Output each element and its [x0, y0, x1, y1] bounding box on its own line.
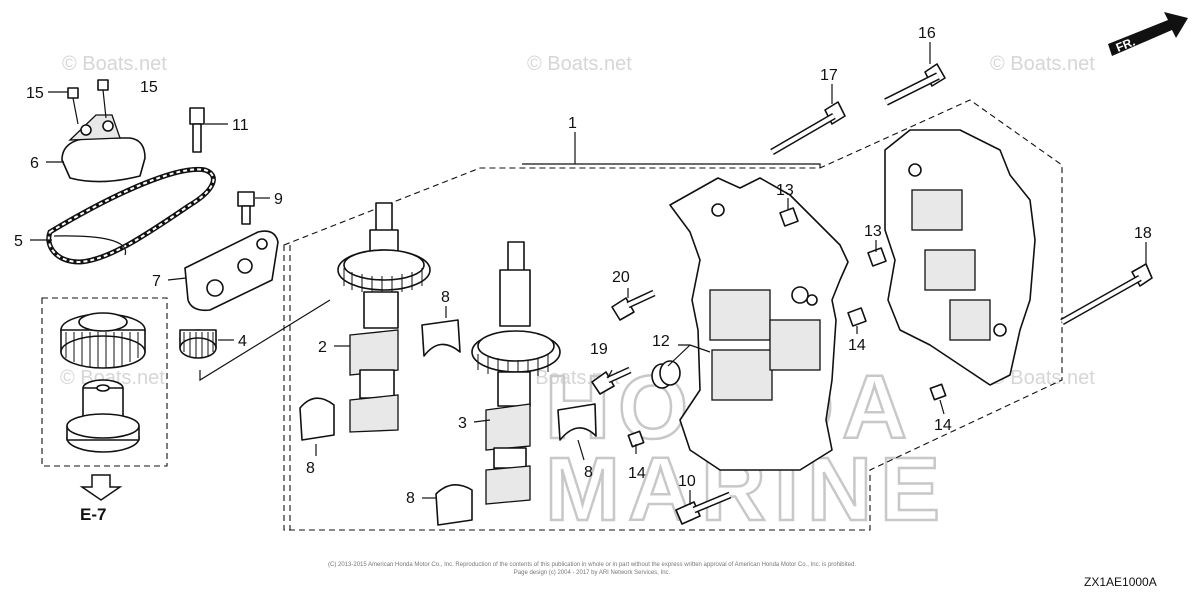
callout-14: 14: [628, 465, 646, 482]
callouts: 15 15 6 5 11 9 7 4 1 2 3 8 8 8 8 10 14 1…: [14, 25, 1152, 507]
copyright-line: (C) 2013-2015 American Honda Motor Co., …: [328, 562, 856, 568]
callout-14: 14: [848, 337, 866, 354]
down-arrow-icon: [79, 474, 123, 501]
part-9-bolt: [237, 191, 255, 225]
callout-1: 1: [568, 115, 577, 132]
reference-label: E-7: [80, 505, 106, 524]
part-13-dowel-a: [779, 207, 799, 227]
callout-2: 2: [318, 339, 327, 356]
part-8-bearing-d: [435, 484, 473, 526]
callout-8: 8: [441, 289, 450, 306]
callout-16: 16: [918, 25, 936, 42]
part-13-dowel-b: [867, 247, 887, 267]
callout-5: 5: [14, 233, 23, 250]
cylinder-head-cover: [884, 129, 1036, 386]
part-20-bolt: [611, 289, 656, 321]
part-12-seal: [651, 360, 681, 389]
front-direction-arrow: FR.: [1108, 12, 1188, 56]
callout-9: 9: [274, 191, 283, 208]
part-17-bolt: [770, 101, 846, 156]
watermark-text: © Boats.net: [527, 53, 632, 75]
part-7-guide-plate: [184, 230, 279, 312]
reference-arrow: E-7: [79, 474, 123, 524]
part-5-chain: [46, 166, 216, 265]
diagram-code: ZX1AE1000A: [1084, 575, 1157, 589]
part-14-dowel-c: [929, 383, 947, 401]
callout-7: 7: [152, 273, 161, 290]
part-14-dowel-b: [627, 430, 645, 448]
callout-19: 19: [590, 341, 608, 358]
part-11-bolt: [189, 107, 205, 153]
callout-11: 11: [232, 117, 249, 134]
reference-box: [41, 297, 168, 467]
part-10-bolt: [675, 491, 732, 525]
part-2-camshaft: [337, 202, 431, 433]
reference-parts: [60, 312, 146, 453]
copyright-line: Page design (c) 2004 - 2017 by ARI Netwo…: [514, 570, 671, 576]
part-16-bolt: [884, 63, 946, 106]
leader-lines: [30, 42, 1147, 505]
callout-13: 13: [776, 182, 794, 199]
part-15-bolts: [67, 79, 109, 125]
callout-14: 14: [934, 417, 952, 434]
watermark-text: © Boats.net: [62, 53, 167, 75]
part-18-bolt: [1060, 263, 1153, 326]
callout-8: 8: [306, 460, 315, 477]
leader-line: [199, 299, 331, 382]
callout-10: 10: [678, 473, 696, 490]
callout-13: 13: [864, 223, 882, 240]
callout-6: 6: [30, 155, 39, 172]
part-4-gear: [179, 329, 217, 359]
part-6-tensioner: [61, 114, 146, 183]
part-3-camshaft: [471, 241, 561, 505]
front-label: FR.: [1114, 35, 1137, 55]
callout-15: 15: [26, 85, 44, 102]
callout-15: 15: [140, 79, 158, 96]
callout-17: 17: [820, 67, 838, 84]
watermark-text: © Boats.net: [990, 53, 1095, 75]
part-8-bearing-a: [421, 319, 461, 357]
assembly-outline: [283, 99, 1063, 531]
cylinder-head-left: [669, 177, 849, 471]
callout-3: 3: [458, 415, 467, 432]
callout-4: 4: [238, 333, 247, 350]
watermark-text: © Boats.net: [990, 367, 1095, 389]
callout-18: 18: [1134, 225, 1152, 242]
callout-20: 20: [612, 269, 630, 286]
callout-8: 8: [406, 490, 415, 507]
part-14-dowel-a: [847, 307, 867, 327]
callout-12: 12: [652, 333, 670, 350]
leader-line: [522, 163, 821, 168]
arrow-icon: [1108, 12, 1188, 56]
part-8-bearing-c: [557, 403, 597, 441]
part-8-bearing-b: [299, 397, 335, 441]
callout-8: 8: [584, 464, 593, 481]
